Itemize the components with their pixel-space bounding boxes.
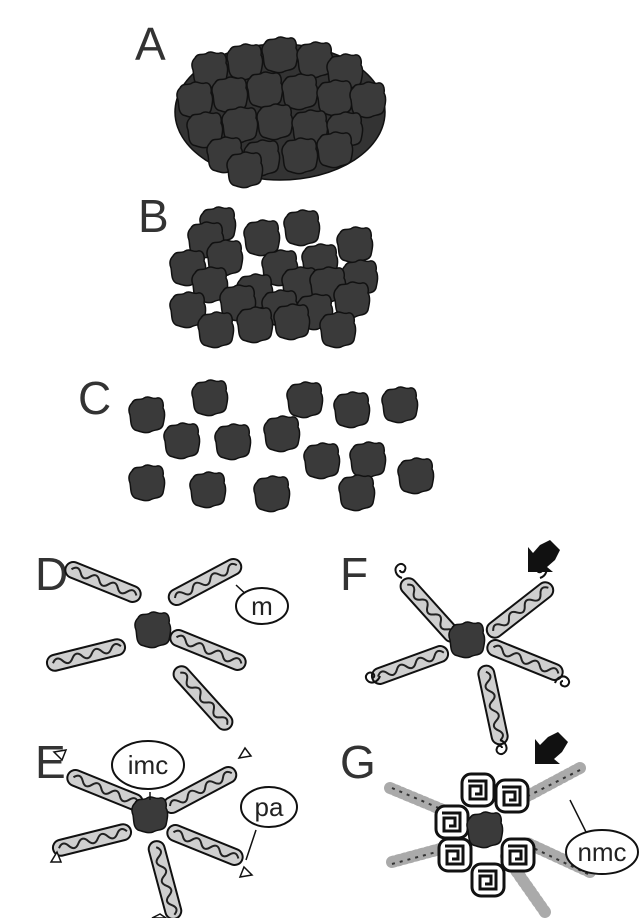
panel-letter-f: F bbox=[340, 548, 368, 600]
panel-c: C bbox=[78, 372, 434, 512]
arrow-indicator-g bbox=[535, 732, 568, 764]
callout-nmc: nmc bbox=[566, 800, 638, 874]
callout-m: m bbox=[236, 585, 288, 624]
myelin-sheath-processes bbox=[390, 768, 590, 912]
arrow-indicator-f bbox=[528, 540, 560, 572]
panel-letter-b: B bbox=[138, 190, 169, 242]
callout-label-imc: imc bbox=[128, 750, 168, 780]
panel-b: B bbox=[138, 190, 378, 348]
cells-dispersed bbox=[129, 380, 434, 512]
panel-f: F bbox=[340, 540, 569, 754]
panel-letter-e: E bbox=[35, 736, 66, 788]
panel-g: G bbox=[340, 732, 638, 912]
panel-letter-g: G bbox=[340, 736, 376, 788]
panel-e: E imc pa bbox=[35, 736, 297, 918]
cell-aggregate-loose bbox=[170, 207, 378, 348]
panel-letter-a: A bbox=[135, 18, 166, 70]
panel-d: D m bbox=[35, 548, 288, 733]
cell-with-curled-processes bbox=[366, 564, 569, 754]
callout-label-nmc: nmc bbox=[577, 837, 626, 867]
panel-letter-d: D bbox=[35, 548, 68, 600]
callout-label-pa: pa bbox=[255, 792, 284, 822]
cell-with-mitochondria bbox=[45, 556, 248, 733]
cell-aggregate-dense bbox=[175, 37, 386, 188]
callout-pa: pa bbox=[241, 787, 297, 860]
callout-label-m: m bbox=[251, 591, 273, 621]
panel-a: A bbox=[135, 18, 386, 188]
panel-letter-c: C bbox=[78, 372, 111, 424]
